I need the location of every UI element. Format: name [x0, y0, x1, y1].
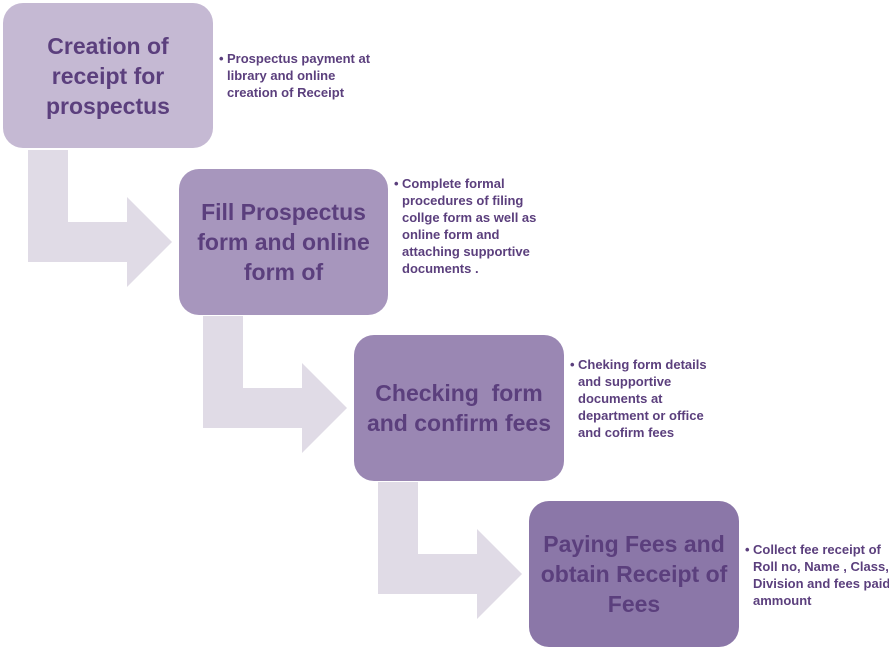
bullet-icon: • — [394, 176, 399, 191]
step-2-note-text: Complete formal procedures of filing col… — [402, 176, 537, 276]
bullet-icon: • — [745, 542, 750, 557]
step-1-note-text: Prospectus payment at library and online… — [227, 51, 371, 100]
step-3-box: Checking form and confirm fees — [354, 335, 564, 481]
step-3-title: Checking form and confirm fees — [366, 380, 552, 436]
step-4-title: Paying Fees and obtain Receipt of Fees — [540, 531, 728, 617]
bullet-icon: • — [570, 357, 575, 372]
connector-arrow-2 — [203, 316, 347, 453]
step-4-note: • Collect fee receipt of Roll no, Name ,… — [745, 541, 889, 609]
step-1-note: • Prospectus payment at library and onli… — [219, 50, 377, 101]
connector-arrow-3 — [378, 482, 522, 619]
connector-arrow-1 — [28, 150, 172, 287]
step-4-box: Paying Fees and obtain Receipt of Fees — [529, 501, 739, 647]
step-3-note: • Cheking form details and supportive do… — [570, 356, 728, 441]
bullet-icon: • — [219, 51, 224, 66]
step-3-note-text: Cheking form details and supportive docu… — [578, 357, 707, 440]
step-4-note-text: Collect fee receipt of Roll no, Name , C… — [753, 542, 889, 608]
step-2-box: Fill Prospectus form and online form of — [179, 169, 388, 315]
step-1-title: Creation of receipt for prospectus — [46, 32, 170, 119]
step-2-title: Fill Prospectus form and online form of — [197, 199, 370, 285]
step-1-box: Creation of receipt for prospectus — [3, 3, 213, 148]
step-2-note: • Complete formal procedures of filing c… — [394, 175, 552, 277]
